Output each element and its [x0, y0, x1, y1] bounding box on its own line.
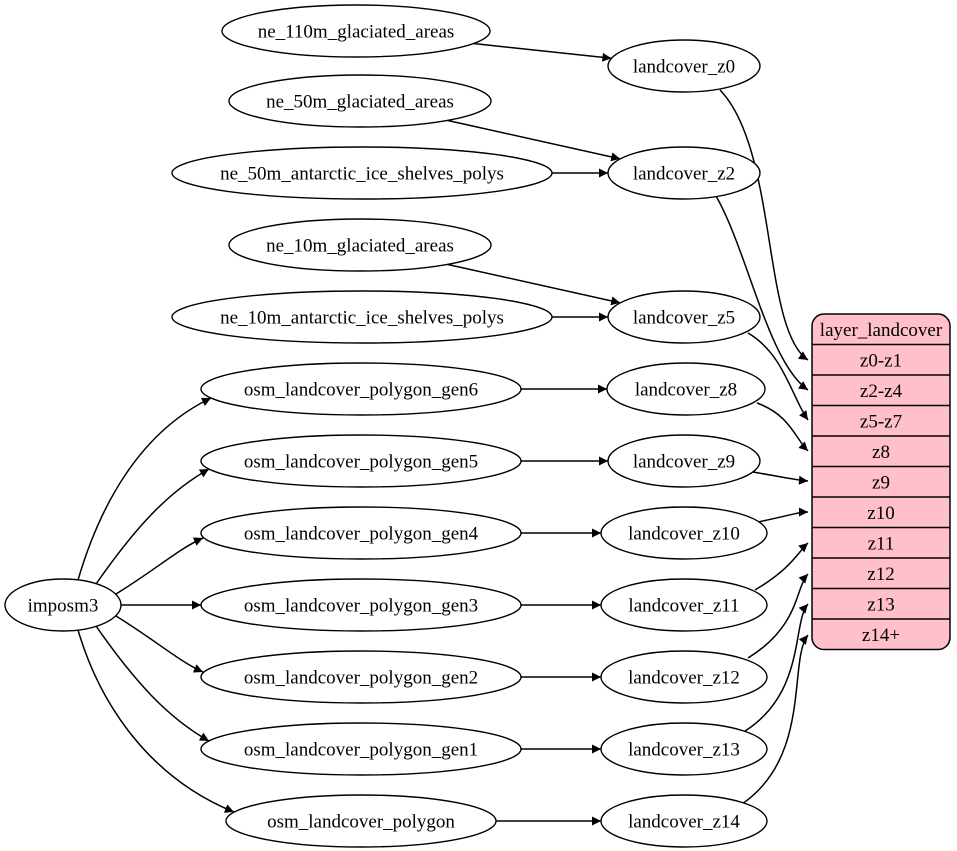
- node-osm_landcover_polygon_gen2: [200, 650, 522, 704]
- edge-landcover_z10-to-layer_landcover-z10: [757, 507, 809, 523]
- node-label-ne_10m_antarctic_ice_shelves_polys: ne_10m_antarctic_ice_shelves_polys: [220, 308, 504, 329]
- edge-landcover_z12-to-layer_landcover-z12: [747, 573, 809, 659]
- record-row-z2-z4: z2-z4: [860, 381, 903, 402]
- node-label-landcover_z2: landcover_z2: [633, 164, 735, 185]
- node-ne_50m_antarctic_ice_shelves_polys: [171, 146, 553, 200]
- node-label-landcover_z5: landcover_z5: [633, 308, 735, 329]
- node-label-ne_110m_glaciated_areas: ne_110m_glaciated_areas: [258, 22, 455, 43]
- edge-ne_10m_glaciated_areas-to-landcover_z5: [447, 263, 621, 306]
- edge-landcover_z5-to-layer_landcover-z5-z7: [747, 332, 809, 421]
- node-landcover_z9: [607, 434, 761, 488]
- edge-ne_110m_glaciated_areas-to-landcover_z0: [473, 42, 612, 62]
- record-body: [811, 313, 951, 651]
- node-label-landcover_z11: landcover_z11: [628, 596, 739, 617]
- edge-imposm3-to-osm_landcover_polygon_gen6: [77, 397, 212, 581]
- edge-landcover_z13-to-layer_landcover-z13: [744, 603, 809, 732]
- node-label-osm_landcover_polygon_gen4: osm_landcover_polygon_gen4: [244, 524, 479, 545]
- edge-imposm3-to-osm_landcover_polygon_gen5: [95, 468, 210, 585]
- node-osm_landcover_polygon_gen5: [200, 434, 522, 488]
- node-osm_landcover_polygon_gen4: [200, 506, 522, 560]
- record-row-z13: z13: [867, 594, 894, 615]
- node-label-osm_landcover_polygon_gen1: osm_landcover_polygon_gen1: [244, 740, 478, 761]
- record-row-z8: z8: [872, 442, 890, 463]
- node-label-landcover_z10: landcover_z10: [628, 524, 740, 545]
- edge-landcover_z8-to-layer_landcover-z8: [756, 402, 809, 452]
- node-label-osm_landcover_polygon_gen2: osm_landcover_polygon_gen2: [244, 668, 478, 689]
- node-label-osm_landcover_polygon: osm_landcover_polygon: [267, 812, 455, 833]
- node-imposm3: [4, 578, 122, 632]
- record-row-z5-z7: z5-z7: [860, 411, 902, 432]
- record-row-z12: z12: [867, 564, 894, 585]
- node-ne_10m_antarctic_ice_shelves_polys: [171, 290, 553, 344]
- record-row-z0-z1: z0-z1: [860, 350, 902, 371]
- node-label-osm_landcover_polygon_gen5: osm_landcover_polygon_gen5: [244, 452, 478, 473]
- edge-landcover_z14-to-layer_landcover-z14+: [741, 634, 809, 805]
- nodes-layer: imposm3 ne_110m_glaciated_areas ne_50m_gla…: [4, 4, 768, 848]
- edges-layer: [77, 42, 809, 826]
- node-label-ne_10m_glaciated_areas: ne_10m_glaciated_areas: [266, 236, 454, 257]
- node-osm_landcover_polygon_gen6: [200, 362, 522, 416]
- node-ne_10m_glaciated_areas: [228, 218, 492, 272]
- node-landcover_z5: [607, 290, 761, 344]
- node-landcover_z2: [607, 146, 761, 200]
- node-landcover_z12: [600, 650, 768, 704]
- node-label-imposm3: imposm3: [28, 596, 99, 617]
- node-landcover_z10: [600, 506, 768, 560]
- record-title: layer_landcover: [820, 320, 943, 341]
- edge-imposm3-to-osm_landcover_polygon_gen2: [115, 615, 204, 673]
- edge-landcover_z9-to-layer_landcover-z9: [752, 471, 809, 485]
- node-osm_landcover_polygon_gen3: [200, 578, 522, 632]
- node-label-osm_landcover_polygon_gen6: osm_landcover_polygon_gen6: [244, 380, 478, 401]
- record-row-z14+: z14+: [862, 625, 900, 646]
- edge-imposm3-to-osm_landcover_polygon_gen1: [95, 625, 210, 742]
- record-row-z10: z10: [867, 503, 894, 524]
- edge-landcover_z11-to-layer_landcover-z11: [754, 542, 809, 591]
- edge-ne_50m_glaciated_areas-to-landcover_z2: [447, 119, 621, 162]
- node-ne_110m_glaciated_areas: [221, 4, 491, 58]
- edge-imposm3-to-osm_landcover_polygon: [77, 629, 235, 813]
- node-landcover_z13: [600, 722, 768, 776]
- edge-imposm3-to-osm_landcover_polygon_gen4: [115, 537, 204, 595]
- node-label-ne_50m_glaciated_areas: ne_50m_glaciated_areas: [266, 92, 454, 113]
- record-row-z9: z9: [872, 472, 890, 493]
- node-label-landcover_z14: landcover_z14: [628, 812, 740, 833]
- edge-landcover_z0-to-layer_landcover-z0-z1: [719, 89, 809, 361]
- node-ne_50m_glaciated_areas: [228, 74, 492, 128]
- node-label-landcover_z12: landcover_z12: [628, 668, 740, 689]
- node-osm_landcover_polygon_gen1: [200, 722, 522, 776]
- edge-landcover_z2-to-layer_landcover-z2-z4: [715, 195, 809, 391]
- record-row-z11: z11: [868, 533, 895, 554]
- node-label-landcover_z9: landcover_z9: [633, 452, 735, 473]
- node-landcover_z0: [607, 39, 761, 93]
- node-landcover_z11: [600, 578, 768, 632]
- node-label-landcover_z8: landcover_z8: [635, 380, 737, 401]
- node-landcover_z8: [606, 362, 766, 416]
- node-label-ne_50m_antarctic_ice_shelves_polys: ne_50m_antarctic_ice_shelves_polys: [220, 164, 504, 185]
- record-layer_landcover: layer_landcover z0-z1 z2-z4 z5-z7 z8 z9 z10 z11…: [811, 313, 951, 651]
- node-label-landcover_z0: landcover_z0: [633, 57, 735, 78]
- node-label-landcover_z13: landcover_z13: [628, 740, 740, 761]
- node-osm_landcover_polygon: [225, 794, 497, 848]
- node-label-osm_landcover_polygon_gen3: osm_landcover_polygon_gen3: [244, 596, 478, 617]
- node-landcover_z14: [600, 794, 768, 848]
